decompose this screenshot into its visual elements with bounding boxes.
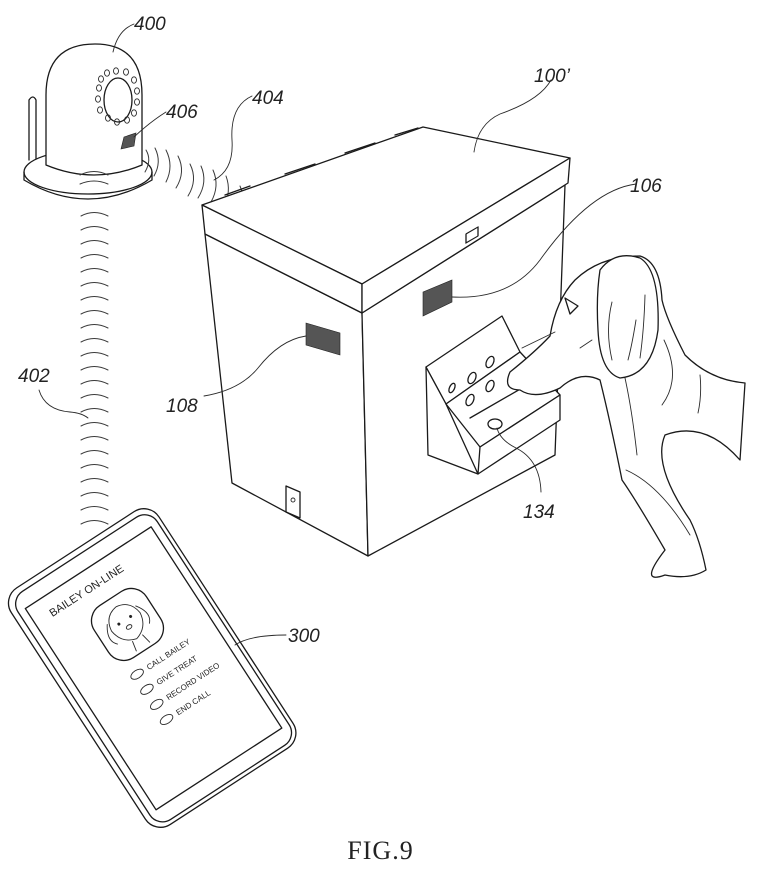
dog-avatar — [90, 587, 165, 662]
ref-406: 406 — [166, 102, 198, 123]
signal-arc — [80, 212, 109, 217]
lid-latch — [465, 226, 479, 244]
signal-arc — [80, 492, 109, 497]
camera-dome — [45, 43, 143, 176]
panel-button — [467, 371, 477, 385]
panel-button — [485, 355, 495, 369]
signal-arc — [80, 464, 109, 469]
signal-arc — [80, 226, 109, 231]
signal-arc — [80, 240, 109, 245]
dog-ear — [596, 255, 659, 379]
signal-arc — [80, 436, 109, 441]
treat-outlet — [487, 418, 503, 430]
treat-dispenser — [201, 126, 571, 557]
signal-arc — [80, 520, 109, 525]
signal-arc — [80, 366, 109, 371]
signal-arc — [80, 394, 109, 399]
signal-arc — [80, 380, 109, 385]
figure-caption: FIG.9 — [347, 836, 414, 865]
ref-108: 108 — [166, 396, 198, 417]
dog — [506, 255, 746, 578]
signal-arc — [80, 478, 109, 483]
panel-button — [465, 393, 475, 407]
smartphone: BAILEY ON-LINE CALL BAILEY GIVE TREAT RE… — [7, 508, 297, 828]
antenna — [28, 96, 37, 161]
camera-lens — [103, 77, 133, 123]
ref-300: 300 — [288, 626, 320, 647]
signal-arc — [80, 254, 109, 259]
dispenser-buttons — [448, 355, 495, 407]
phone-screen — [24, 526, 283, 811]
signal-arc — [80, 506, 109, 511]
side-speaker-grille — [305, 322, 341, 356]
panel-button — [485, 379, 495, 393]
panel-button — [448, 382, 456, 394]
ref-106: 106 — [630, 176, 662, 197]
front-speaker-grille — [422, 279, 453, 317]
ref-402: 402 — [18, 366, 50, 387]
signal-arc — [80, 422, 109, 427]
ref-134: 134 — [523, 502, 555, 523]
camera-device — [23, 43, 153, 200]
treat-tray-front — [477, 394, 561, 475]
signal-arc — [80, 352, 109, 357]
ref-400: 400 — [134, 14, 166, 35]
signal-arc — [80, 408, 109, 413]
signal-arc — [80, 450, 109, 455]
ir-led-ring — [95, 67, 140, 126]
signal-arc — [80, 282, 109, 287]
signal-arc — [80, 296, 109, 301]
signal-arc — [80, 324, 109, 329]
signal-arc — [80, 268, 109, 273]
ref-100-prime: 100’ — [534, 66, 571, 87]
signal-arc — [80, 338, 109, 343]
power-switch — [285, 485, 301, 519]
ref-404: 404 — [252, 88, 284, 109]
wireless-signal-camera-to-phone — [80, 212, 109, 525]
signal-arc — [80, 310, 109, 315]
camera-speaker-grille — [120, 132, 137, 150]
leader-lines — [38, 23, 637, 646]
dog-eye — [564, 297, 579, 315]
